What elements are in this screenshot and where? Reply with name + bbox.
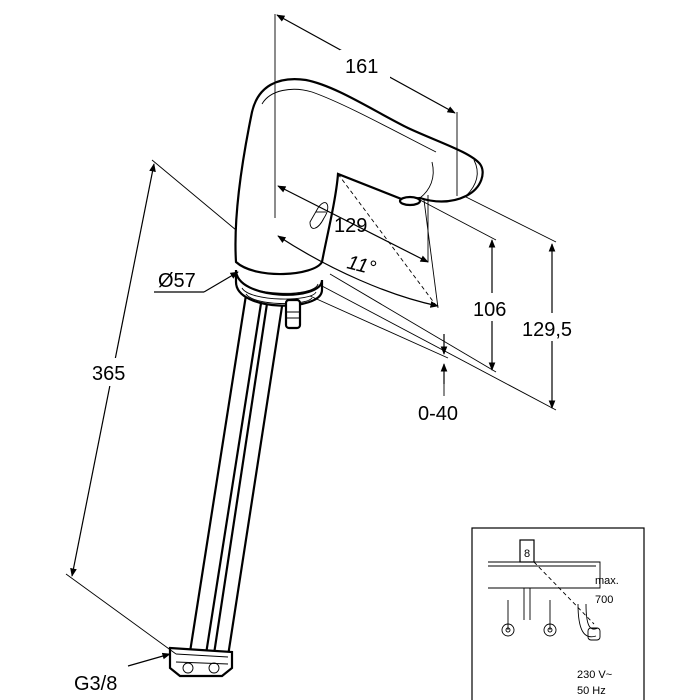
dim-label-129: 129 bbox=[334, 215, 367, 237]
dimension-106: 106 bbox=[329, 199, 520, 373]
dim-label-0-40: 0-40 bbox=[418, 403, 458, 425]
dim-label-diameter-57: Ø57 bbox=[158, 270, 196, 292]
dimension-thread-g3-8: G3/8 bbox=[74, 652, 171, 695]
dim-label-thread: G3/8 bbox=[74, 673, 117, 695]
dimension-129-5: 129,5 bbox=[321, 195, 588, 411]
dim-label-365: 365 bbox=[92, 363, 125, 385]
dimension-161: 161 bbox=[274, 14, 458, 218]
inset-max-label: max. bbox=[595, 575, 619, 587]
dim-label-106: 106 bbox=[473, 299, 506, 321]
dim-label-161: 161 bbox=[345, 56, 378, 78]
installation-inset: 8 max. 700 230 V~ 50 Hz bbox=[471, 527, 645, 700]
inset-frequency: 50 Hz bbox=[577, 685, 606, 697]
inset-max-value: 700 bbox=[595, 594, 613, 606]
dimension-365: 365 bbox=[65, 159, 237, 655]
dimension-0-40: 0-40 bbox=[309, 295, 458, 425]
supply-hoses bbox=[168, 294, 285, 678]
inset-voltage: 230 V~ bbox=[577, 669, 612, 681]
dimension-diameter-57: Ø57 bbox=[154, 270, 239, 293]
inset-marker: 8 bbox=[524, 548, 530, 560]
dim-label-129-5: 129,5 bbox=[522, 319, 572, 341]
